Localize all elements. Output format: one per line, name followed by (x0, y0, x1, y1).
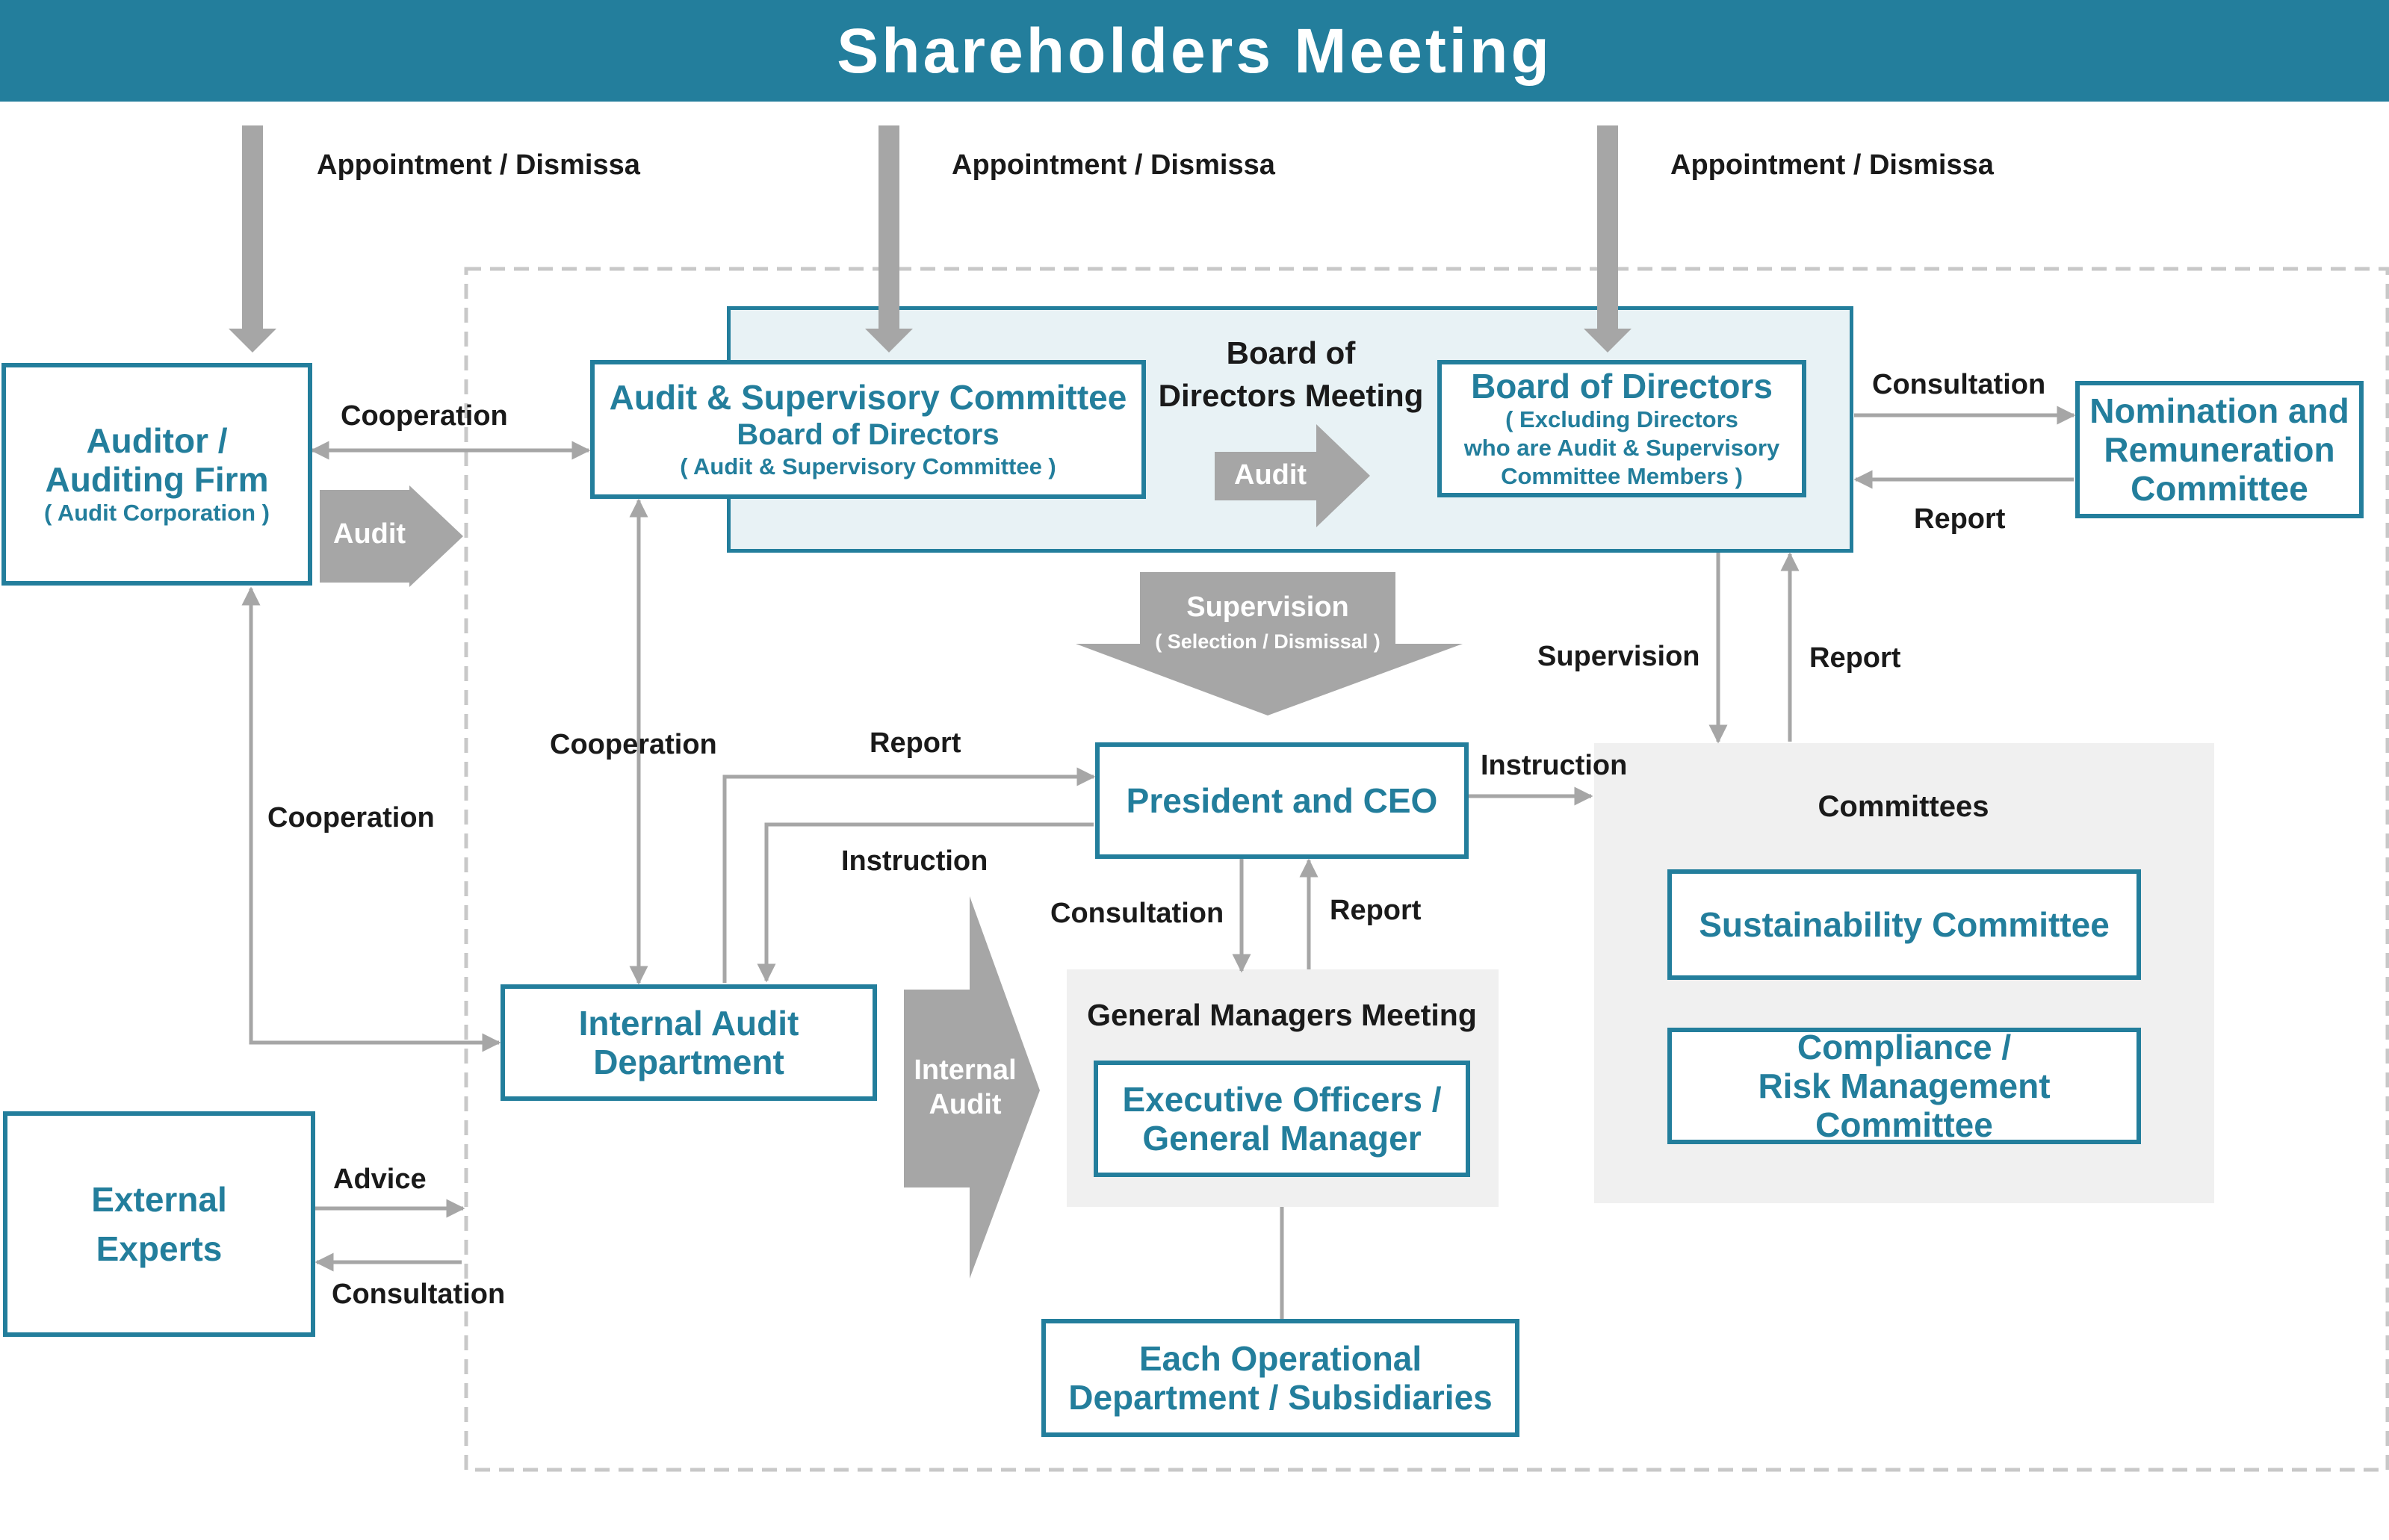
board-of-directors-box: Board of Directors ( Excluding Directors… (1437, 360, 1806, 497)
executive-officers-box: Executive Officers / General Manager (1094, 1061, 1470, 1177)
compliance-line1: Compliance / (1797, 1028, 2012, 1066)
external-experts-box: External Experts (3, 1111, 315, 1337)
audit-arrow-mid-label: Audit (1234, 459, 1307, 491)
nomination-line1: Nomination and (2089, 391, 2349, 430)
bod-sub2: who are Audit & Supervisory (1463, 435, 1780, 461)
sustainability-label: Sustainability Committee (1699, 905, 2110, 944)
operational-department-box: Each Operational Department / Subsidiari… (1041, 1319, 1519, 1437)
asc-line2: Board of Directors (737, 418, 1000, 451)
cooperation-label-left: Cooperation (267, 802, 435, 833)
supervision-arrow-sublabel: ( Selection / Dismissal ) (1155, 630, 1381, 653)
internal-audit-arrow-label: Internal Audit (914, 1055, 1017, 1120)
consultation-label-external: Consultation (332, 1279, 506, 1310)
appointment-arrow-bod (1584, 125, 1632, 353)
gm-meeting-title: General Managers Meeting (1087, 998, 1477, 1032)
committees-title: Committees (1818, 790, 1989, 823)
president-label: President and CEO (1126, 781, 1438, 820)
consultation-label-gm: Consultation (1050, 898, 1224, 929)
appointment-arrow-asc (865, 125, 913, 353)
external-line1: External (91, 1180, 227, 1219)
asc-title: Audit & Supervisory Committee (609, 378, 1127, 417)
audit-arrow-mid (1215, 424, 1370, 527)
report-label-gm: Report (1330, 895, 1422, 926)
cooperation-auditor-internal-audit (241, 586, 501, 1052)
bod-sub3: Committee Members ) (1501, 463, 1743, 489)
sustainability-committee-box: Sustainability Committee (1667, 869, 2141, 980)
operational-line1: Each Operational (1138, 1339, 1422, 1378)
board-meeting-title: Board of Directors Meeting (1158, 335, 1424, 413)
instruction-president-internal-audit (757, 822, 1094, 983)
audit-arrow-left-label: Audit (333, 518, 406, 550)
shareholders-meeting-banner: Shareholders Meeting (0, 0, 2389, 102)
advice-label: Advice (333, 1164, 427, 1195)
nomination-line2: Remuneration (2104, 430, 2335, 469)
cooperation-label-mid: Cooperation (550, 729, 717, 760)
asc-sub: ( Audit & Supervisory Committee ) (680, 453, 1056, 479)
auditor-line1: Auditor / (86, 421, 228, 460)
appointment-label-auditor: Appointment / Dismissa (317, 149, 640, 181)
nomination-line3: Committee (2131, 469, 2308, 508)
auditor-box: Auditor / Auditing Firm ( Audit Corporat… (1, 363, 312, 586)
nomination-remuneration-box: Nomination and Remuneration Committee (2075, 381, 2364, 518)
bod-sub1: ( Excluding Directors (1505, 406, 1738, 432)
auditor-line2: Auditing Firm (45, 460, 269, 499)
internal-audit-arrow (904, 896, 1040, 1279)
internal-audit-line1: Internal Audit (578, 1004, 799, 1043)
supervision-arrow (1076, 572, 1463, 715)
report-label-internal-audit: Report (870, 727, 961, 759)
audit-arrow-left (320, 485, 463, 587)
supervision-arrow-label: Supervision (1186, 592, 1349, 623)
appointment-arrow-auditor (229, 125, 276, 353)
instruction-label-internal-audit: Instruction (841, 845, 988, 877)
compliance-line2: Risk Management Committee (1758, 1066, 2051, 1144)
consultation-label-nomination: Consultation (1872, 369, 2046, 400)
internal-audit-department-box: Internal Audit Department (501, 984, 877, 1101)
auditor-sub: ( Audit Corporation ) (44, 500, 270, 526)
audit-supervisory-committee-box: Audit & Supervisory Committee Board of D… (590, 360, 1146, 499)
instruction-label-committees: Instruction (1481, 750, 1628, 781)
internal-audit-line2: Department (593, 1043, 784, 1081)
appointment-label-asc: Appointment / Dismissa (952, 149, 1275, 181)
exec-line2: General Manager (1142, 1119, 1422, 1158)
banner-title: Shareholders Meeting (837, 15, 1552, 86)
cooperation-label-top: Cooperation (341, 400, 508, 432)
compliance-risk-committee-box: Compliance / Risk Management Committee (1667, 1028, 2141, 1144)
operational-line2: Department / Subsidiaries (1068, 1378, 1493, 1417)
bod-title: Board of Directors (1471, 367, 1773, 406)
appointment-label-bod: Appointment / Dismissa (1670, 149, 1994, 181)
report-internal-audit-president (722, 767, 1096, 983)
external-line2: Experts (96, 1229, 223, 1268)
president-ceo-box: President and CEO (1095, 742, 1469, 859)
exec-line1: Executive Officers / (1122, 1080, 1442, 1119)
supervision-label-committees: Supervision (1537, 641, 1700, 672)
report-label-nomination: Report (1914, 503, 2006, 535)
report-label-committees: Report (1809, 642, 1901, 674)
